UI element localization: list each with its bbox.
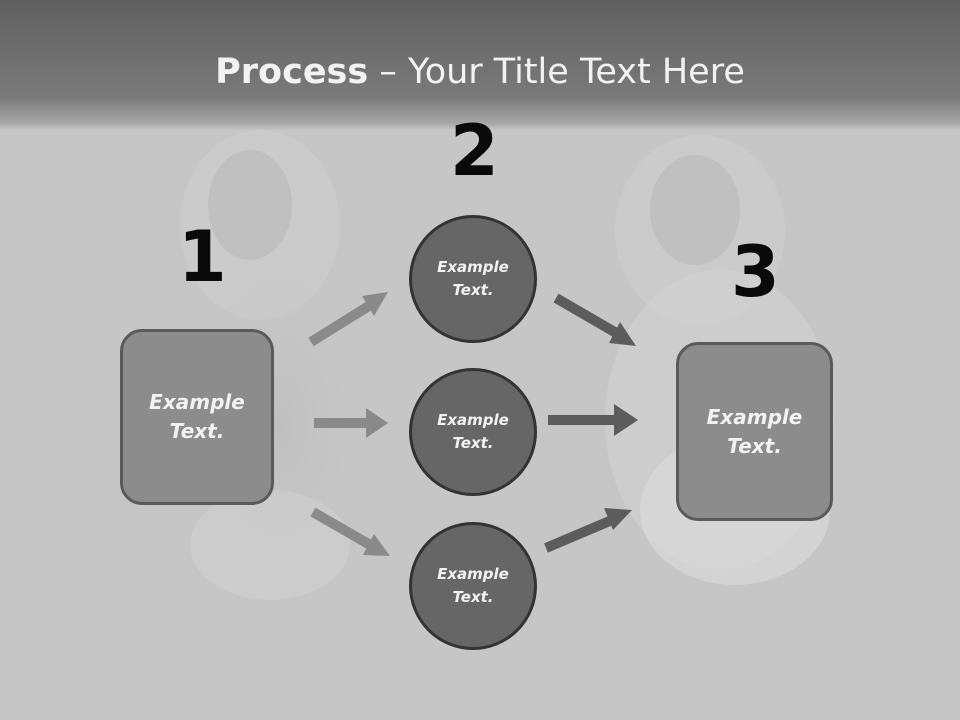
arrow-circle-middle-to-box3 <box>548 404 638 436</box>
arrow-circle-top-to-box3 <box>553 293 636 346</box>
step-circle-top-text: Example Text. <box>437 257 509 299</box>
step-number-1: 1 <box>178 216 227 298</box>
step-circle-middle-text: Example Text. <box>437 410 509 452</box>
step-box-3: Example Text. <box>676 342 833 521</box>
step-number-3: 3 <box>731 231 780 313</box>
step-box-1: Example Text. <box>120 329 274 505</box>
step-number-2: 2 <box>450 110 499 192</box>
title-bar <box>0 0 960 130</box>
step-circle-bottom-text: Example Text. <box>437 564 509 606</box>
step-box-1-text: Example Text. <box>149 390 245 443</box>
arrow-box1-to-circle-top <box>308 292 388 347</box>
step-box-3-text: Example Text. <box>706 404 803 458</box>
slide-title: Process – Your Title Text Here <box>0 52 960 92</box>
title-rest: – Your Title Text Here <box>368 52 745 92</box>
title-bold: Process <box>215 52 369 92</box>
arrow-box1-to-circle-middle <box>314 408 388 438</box>
step-circle-top: Example Text. <box>409 215 537 343</box>
arrow-circle-bottom-to-box3 <box>544 508 632 553</box>
step-circle-middle: Example Text. <box>409 368 537 496</box>
arrow-box1-to-circle-bottom <box>310 507 390 556</box>
step-circle-bottom: Example Text. <box>409 522 537 650</box>
